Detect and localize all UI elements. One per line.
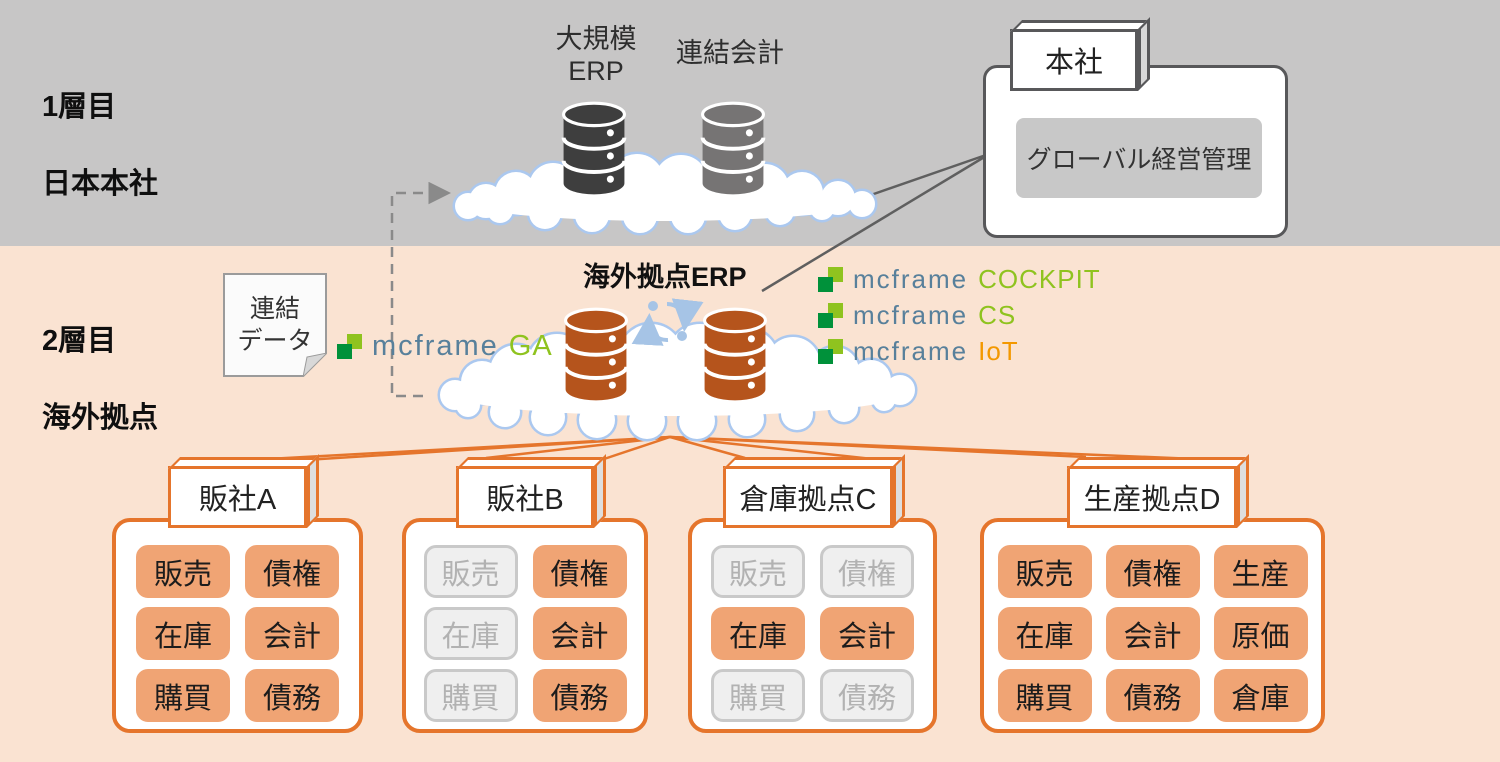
consolidated-accounting-database-icon [703,103,764,194]
site-d-name: 生産拠点D [1083,484,1221,516]
module-chip: 購買 [423,669,518,722]
site-a-name: 販社A [198,484,277,516]
site-b-name: 販社B [486,484,564,516]
site-b-modules: 販売 債権 在庫 会計 購買 債務 [423,545,627,729]
note-line1: 連結 [249,294,300,323]
mcframe-squares-icon [337,334,362,359]
module-chip: 債権 [532,545,627,598]
module-chip: 債務 [532,669,627,722]
module-chip: 購買 [711,669,805,722]
module-chip: 債権 [820,545,914,598]
module-chip: 会計 [820,607,914,660]
note-line2: データ [237,327,313,355]
mcframe-ga-logo: mcframe GA [337,330,553,363]
folded-corner-icon [303,353,327,377]
consolidated-data-note: 連結 データ [223,273,327,377]
site-box-b: 販売 債権 在庫 会計 購買 債務 [402,518,648,733]
site-tab-b: 販社B [456,466,594,528]
mcframe-cockpit-product-text: COCKPIT [978,264,1101,294]
module-chip: 生産 [1213,545,1308,598]
tier1-label-line2: 日本本社 [42,167,159,200]
mcframe-brand-text: mcframe [372,330,499,362]
site-d-modules: 販売 債権 生産 在庫 会計 原価 購買 債務 倉庫 [997,545,1308,729]
site-box-a: 販売 債権 在庫 会計 購買 債務 [112,518,363,733]
module-chip: 販売 [136,545,230,598]
module-chip: 債務 [245,669,339,722]
mcframe-iot-logo: mcframe IoT [818,336,1019,367]
module-chip: 購買 [136,669,230,722]
site-box-d: 販売 債権 生産 在庫 会計 原価 購買 債務 倉庫 [980,518,1325,733]
mcframe-brand-text: mcframe [853,300,969,330]
tier2-label: 2層目 海外拠点 [42,322,158,437]
site-tab-a: 販社A [168,466,307,528]
consolidated-accounting-label: 連結会計 [676,38,784,68]
mcframe-cs-product-text: CS [978,300,1017,330]
tier2-label-line1: 2層目 [42,325,117,357]
hq-tab-label: 本社 [1044,47,1103,79]
mcframe-ga-product-text: GA [508,330,553,362]
site-c-modules: 販売 債権 在庫 会計 購買 債務 [711,545,914,729]
site-tab-d: 生産拠点D [1067,466,1237,528]
mcframe-cockpit-logo: mcframe COCKPIT [818,264,1101,295]
site-a-modules: 販売 債権 在庫 会計 購買 債務 [136,545,339,729]
module-chip: 販売 [423,545,518,598]
module-chip: 会計 [245,607,339,660]
large-erp-label-line1: 大規模 [555,24,637,54]
large-erp-label: 大規模 ERP [521,24,671,88]
mcframe-squares-icon [818,303,843,328]
large-erp-database-icon [564,103,625,194]
mcframe-cs-logo: mcframe CS [818,300,1016,331]
tier2-label-line2: 海外拠点 [42,401,159,434]
sync-icon [631,298,704,346]
hq-tab: 本社 [1010,29,1138,91]
hq-global-management-panel: グローバル経営管理 [1016,118,1262,198]
mcframe-brand-text: mcframe [853,336,969,366]
module-chip: 販売 [711,545,805,598]
site-c-name: 倉庫拠点C [739,484,877,516]
site-tab-c: 倉庫拠点C [723,466,893,528]
module-chip: 債務 [1105,669,1200,722]
mcframe-brand-text: mcframe [853,264,969,294]
overseas-erp-database-left-icon [566,309,627,400]
tier1-label-line1: 1層目 [42,91,117,123]
site-box-c: 販売 債権 在庫 会計 購買 債務 [688,518,937,733]
consolidated-data-flow-arrow [390,181,451,398]
module-chip: 在庫 [136,607,230,660]
module-chip: 在庫 [711,607,805,660]
module-chip: 会計 [532,607,627,660]
hq-connector-lines [761,153,987,293]
module-chip: 債務 [820,669,914,722]
tier1-label: 1層目 日本本社 [42,88,158,203]
module-chip: 債権 [1105,545,1200,598]
hq-cloud-icon [455,154,875,233]
module-chip: 債権 [245,545,339,598]
module-chip: 在庫 [997,607,1092,660]
mcframe-squares-icon [818,339,843,364]
module-chip: 原価 [1213,607,1308,660]
module-chip: 販売 [997,545,1092,598]
module-chip: 会計 [1105,607,1200,660]
mcframe-iot-product-text: IoT [978,336,1019,366]
module-chip: 倉庫 [1213,669,1308,722]
overseas-erp-database-right-icon [705,309,766,400]
module-chip: 購買 [997,669,1092,722]
overseas-cloud-icon [440,324,915,439]
overseas-erp-label: 海外拠点ERP [583,262,747,292]
mcframe-squares-icon [818,267,843,292]
large-erp-label-line2: ERP [568,55,624,86]
module-chip: 在庫 [423,607,518,660]
